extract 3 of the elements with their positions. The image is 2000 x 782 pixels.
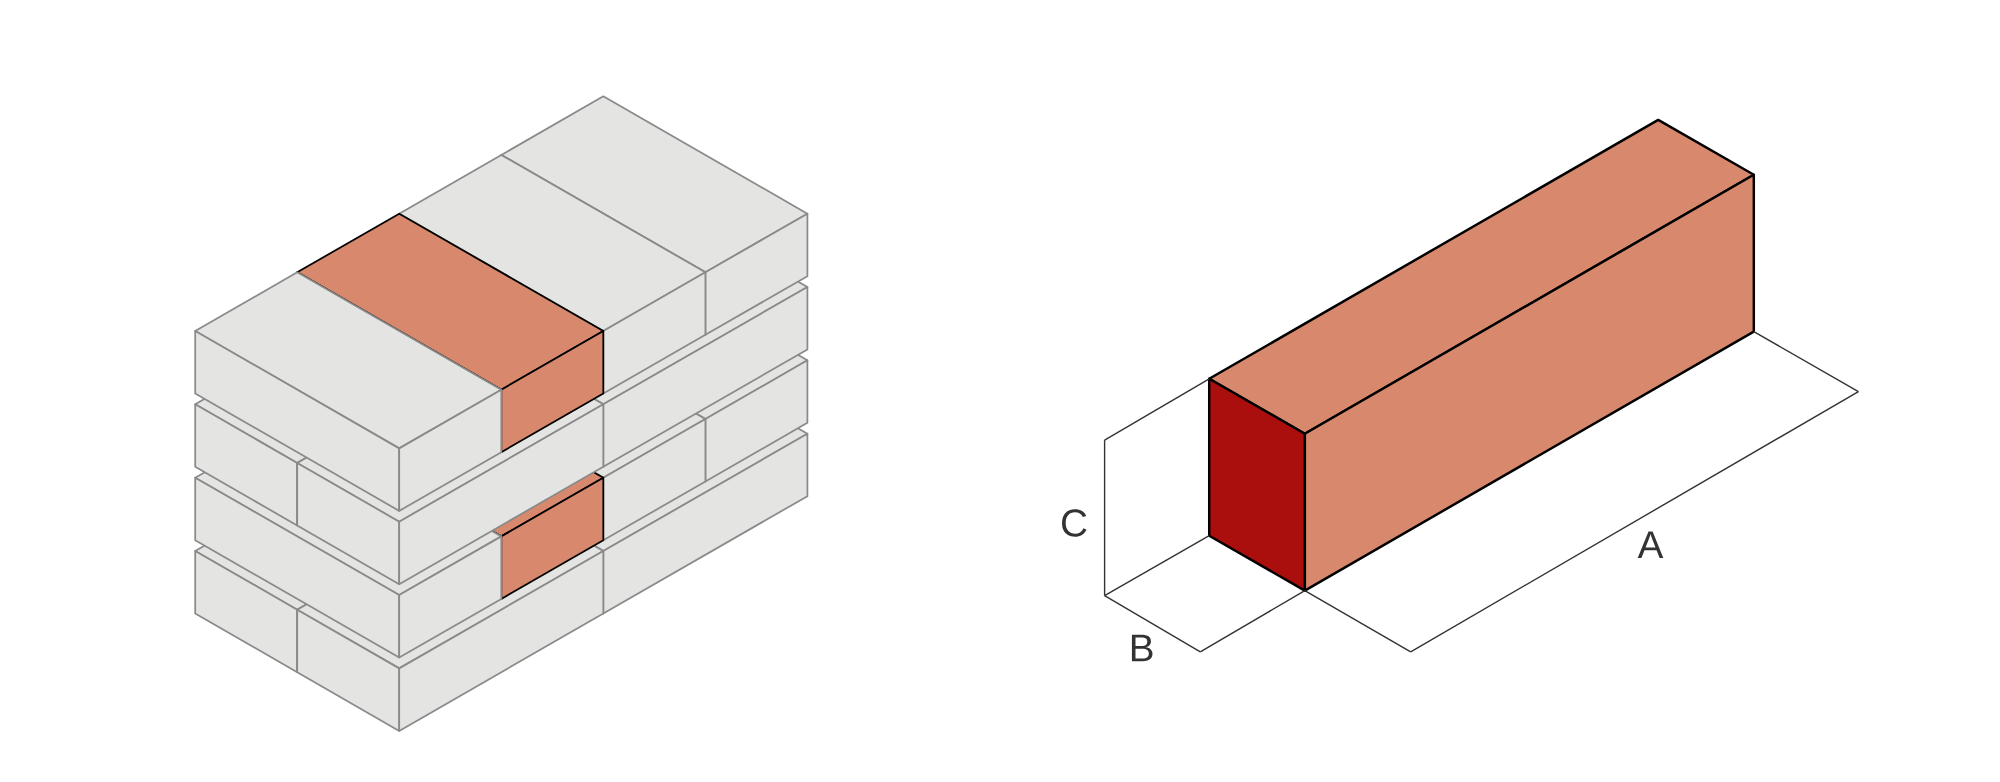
dimension-label: B: [1131, 634, 1153, 662]
dimension-label: C: [1062, 509, 1087, 537]
dimension-label: A: [1637, 531, 1664, 559]
